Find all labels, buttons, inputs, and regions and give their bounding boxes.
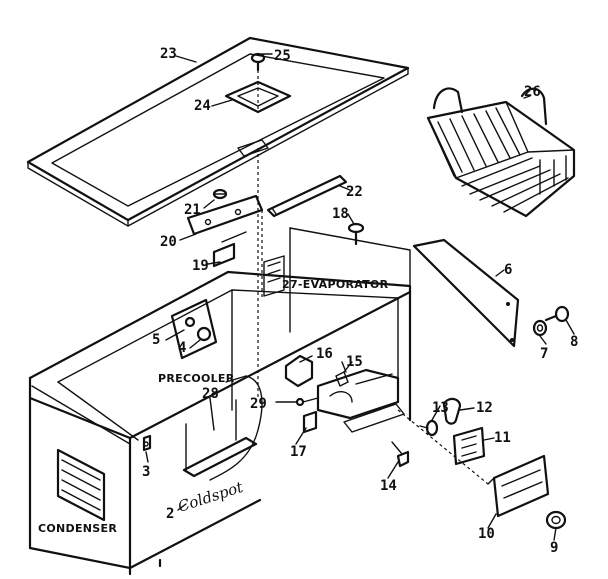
callout-18: 18 <box>332 206 349 222</box>
control-cover-part-10 <box>487 454 550 518</box>
washer-part-7 <box>532 319 548 337</box>
evaporator-part-27 <box>263 255 285 297</box>
callout-12: 12 <box>476 400 493 416</box>
callout-11: 11 <box>494 430 511 446</box>
terminal-part-17 <box>302 410 318 434</box>
thermostat-plate-part-5 <box>170 298 218 360</box>
callout-4: 4 <box>178 340 186 356</box>
condenser-label: CONDENSER <box>38 522 117 535</box>
callout-numbers: 23 25 24 26 22 21 18 20 19 6 5 4 7 8 16 … <box>142 46 578 556</box>
terminal-block-part-11 <box>452 426 486 466</box>
callout-20: 20 <box>160 234 177 250</box>
brand-logo-text: Coldspot <box>176 478 246 516</box>
callout-7: 7 <box>540 346 548 362</box>
callout-14: 14 <box>380 478 397 494</box>
relay-part-16 <box>284 354 314 388</box>
callout-2: 2 <box>166 506 174 522</box>
evaporator-label: 27-EVAPORATOR <box>282 278 389 291</box>
knob-part-9 <box>545 510 567 530</box>
callout-28: 28 <box>202 386 219 402</box>
control-housing <box>316 368 405 433</box>
hinge-cover-part-22 <box>266 174 348 218</box>
precooler-label: PRECOOLER <box>158 372 235 385</box>
bracket-part-21 <box>212 188 228 200</box>
screw-part-8 <box>544 305 570 323</box>
screw-part-3 <box>142 434 152 452</box>
callout-3: 3 <box>142 464 150 480</box>
callout-25: 25 <box>274 48 291 64</box>
callout-15: 15 <box>346 354 363 370</box>
screw-part-25 <box>250 52 266 72</box>
callout-23: 23 <box>160 46 177 62</box>
condenser-grille <box>56 448 106 522</box>
screw-part-18 <box>347 222 365 246</box>
callout-22: 22 <box>346 184 363 200</box>
callout-17: 17 <box>290 444 307 460</box>
basket-part-26 <box>426 87 576 218</box>
callout-10: 10 <box>478 526 495 542</box>
side-panel-part-6 <box>412 238 520 348</box>
callout-9: 9 <box>550 540 558 556</box>
hinge-bracket-part-19 <box>212 231 247 268</box>
lid-plate-part-24 <box>224 70 292 114</box>
precooler-part-28 <box>182 375 263 481</box>
callout-8: 8 <box>570 334 578 350</box>
callout-13: 13 <box>432 400 449 416</box>
clip-part-13 <box>419 419 439 437</box>
callout-26: 26 <box>524 84 541 100</box>
leader-lines <box>145 53 575 541</box>
callout-21: 21 <box>184 202 201 218</box>
alignment-line <box>397 409 489 485</box>
callout-16: 16 <box>316 346 333 362</box>
callout-5: 5 <box>152 332 160 348</box>
clip-part-14 <box>391 441 410 468</box>
callout-29: 29 <box>250 396 267 412</box>
lid-part-23 <box>26 36 410 227</box>
screw-part-29 <box>295 397 319 407</box>
cabinet-feet <box>128 558 162 576</box>
callout-6: 6 <box>504 262 512 278</box>
callout-24: 24 <box>194 98 211 114</box>
callout-19: 19 <box>192 258 209 274</box>
spring-part-12 <box>442 397 462 425</box>
